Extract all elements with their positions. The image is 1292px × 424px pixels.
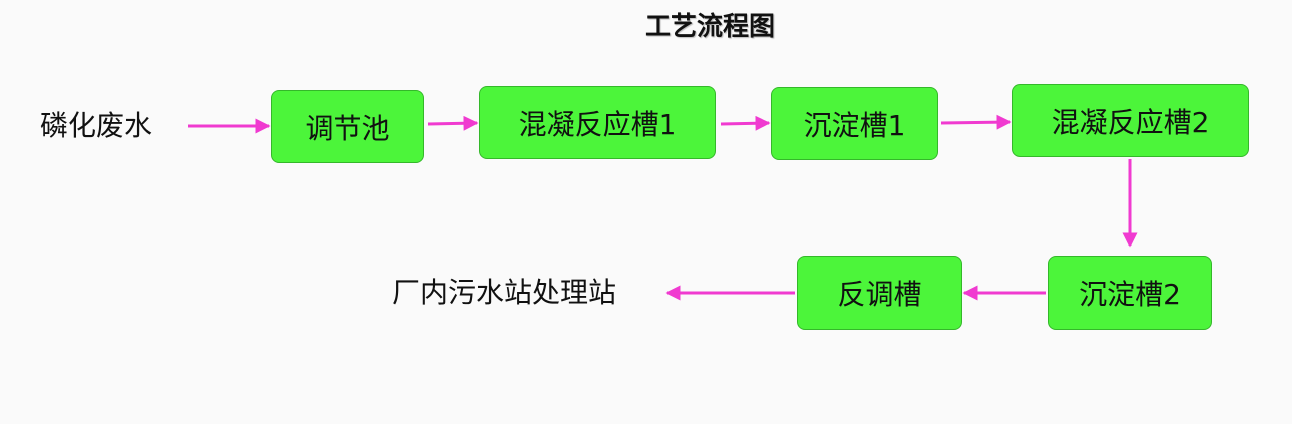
node-settling-tank-2: 沉淀槽2 [1048,256,1212,330]
node-coag-tank-2: 混凝反应槽2 [1012,84,1249,157]
arrow-coag1-to-settling1 [720,115,771,131]
arrow-regulating-to-coag1 [427,115,479,131]
node-regulating-tank: 调节池 [271,90,424,163]
output-label: 厂内污水站处理站 [392,276,617,309]
node-coag-tank-1: 混凝反应槽1 [479,86,716,159]
arrow-settling1-to-coag2 [940,114,1012,130]
diagram-title: 工艺流程图 [644,12,775,42]
node-ph-adjust-tank: 反调槽 [797,256,962,330]
source-label: 磷化废水 [40,109,153,142]
node-settling-tank-1: 沉淀槽1 [771,87,938,160]
